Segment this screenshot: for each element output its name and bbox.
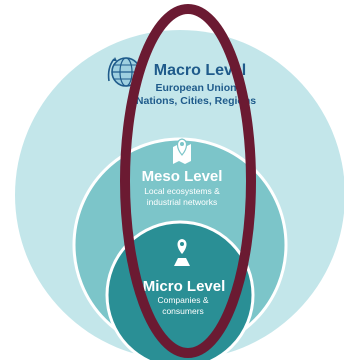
macro-level-line1: European Union <box>155 82 236 94</box>
macro-level-line2: Nations, Cities, Regions <box>136 95 256 107</box>
macro-level-title: Macro Level <box>154 62 246 79</box>
highlight-oval <box>120 4 256 358</box>
map-pin-icon <box>173 138 191 164</box>
meso-level-line2: industrial networks <box>147 197 217 207</box>
meso-level-title: Meso Level <box>142 168 223 185</box>
person-pin-icon <box>174 239 190 266</box>
meso-level-line1: Local ecosystems & <box>144 186 220 196</box>
micro-level-line1: Companies & <box>157 295 208 305</box>
micro-level-line2: consumers <box>162 306 204 316</box>
micro-level-title: Micro Level <box>143 278 226 295</box>
